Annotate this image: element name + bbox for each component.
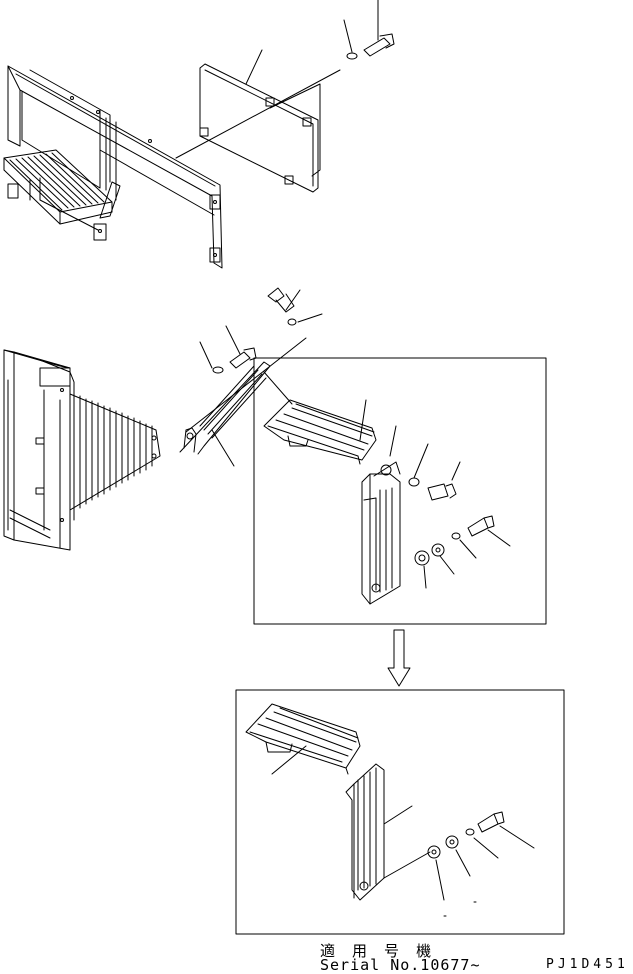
down-arrow [387,629,411,687]
radiator-frame [3,349,161,551]
cover-plate [175,49,341,193]
serial-number-text: Serial No.10677~ [320,956,481,974]
drawing-code: PJ1D451 [546,957,629,972]
footstep-plate [179,337,307,467]
bolts-washers-middle [199,287,323,374]
washer-bolt-top [343,0,395,60]
top-frame-assembly [3,65,223,269]
detail-box-1 [253,357,547,625]
detail-box-2 [235,689,565,935]
applicability-label: 適 用 号 機 [320,942,436,960]
